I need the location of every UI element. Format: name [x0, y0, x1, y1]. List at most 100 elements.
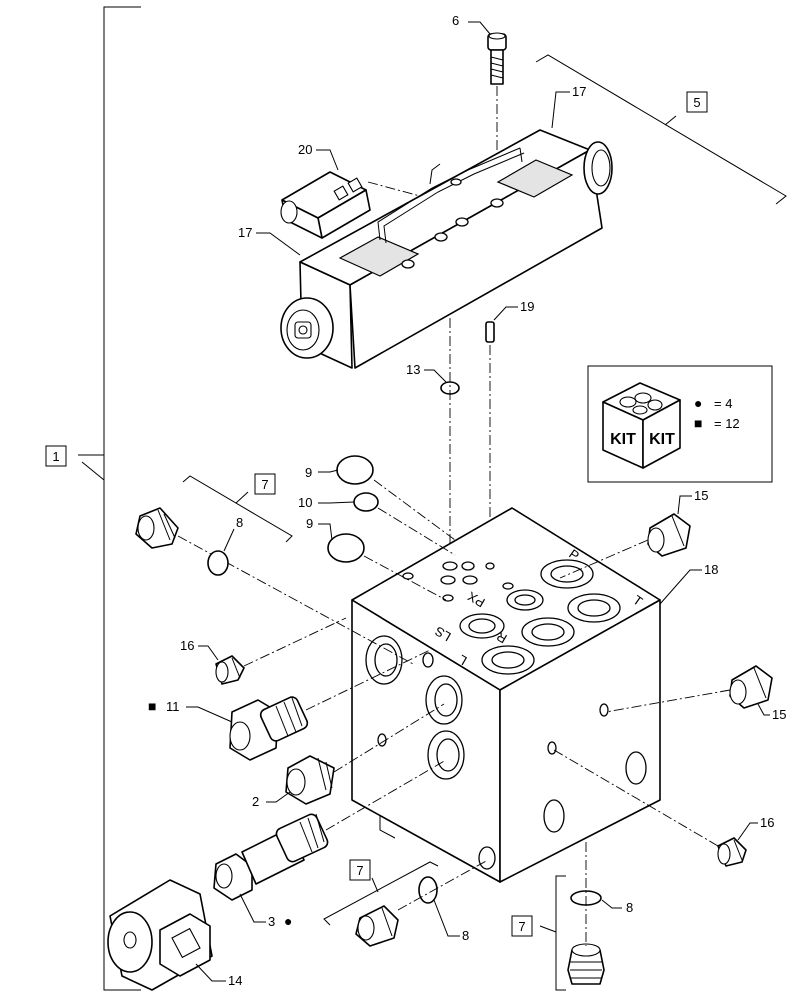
centerline-9-lower [363, 555, 447, 601]
callout-6: 6 [452, 13, 459, 28]
centerline-3 [325, 759, 447, 831]
callout-3: 3 [268, 914, 275, 929]
plug-bottom [567, 943, 605, 985]
kit-text-right: KIT [649, 431, 675, 448]
callout-7-bottom: 7 [518, 919, 525, 934]
leader-1 [81, 461, 105, 481]
leader-19 [493, 306, 518, 321]
callout-10: 10 [298, 495, 312, 510]
leader-16-left [198, 645, 219, 661]
callout-box-7-bottom [511, 915, 533, 937]
centerline-16-right [553, 749, 719, 847]
cartridge-valve-3 [213, 813, 329, 901]
centerline-20 [367, 181, 421, 197]
solenoid-valve-17 [280, 129, 613, 369]
centerline-10 [377, 507, 456, 556]
callout-7-upper: 7 [261, 477, 268, 492]
plug-16-left [215, 655, 245, 685]
leader-9-lower [318, 523, 333, 541]
callout-8-bottom: 8 [626, 900, 633, 915]
callout-8-lower-middle: 8 [462, 928, 469, 943]
plug-upper-left [135, 507, 179, 549]
callout-17-top: 17 [572, 84, 586, 99]
leader-16-right [737, 822, 758, 841]
legend-square-eq: = 12 [714, 416, 740, 431]
callout-5: 5 [693, 95, 700, 110]
leader-8-bottom [601, 899, 622, 909]
callout-box-1 [45, 445, 67, 467]
leader-20 [316, 149, 339, 171]
legend-square-symbol: ■ [694, 415, 702, 431]
leader-11 [186, 706, 233, 723]
leader-2 [266, 791, 291, 803]
kit-text-left: KIT [610, 431, 636, 448]
marker-circle-3: ● [284, 913, 292, 929]
callout-13: 13 [406, 362, 420, 377]
leader-8-lower-middle [433, 899, 460, 937]
coil-14 [107, 879, 213, 991]
plug-16-right [717, 837, 747, 867]
leader-14 [195, 963, 226, 982]
plug-15-upper [647, 513, 691, 557]
callout-14: 14 [228, 973, 242, 988]
centerline-11 [305, 649, 431, 711]
callout-15-lower: 15 [772, 707, 786, 722]
callout-16-right: 16 [760, 815, 774, 830]
callout-19: 19 [520, 299, 534, 314]
callout-2: 2 [252, 794, 259, 809]
leader-5 [664, 115, 677, 126]
marker-square-11: ■ [148, 698, 156, 714]
centerline-15-lower [605, 689, 731, 713]
assembly-bracket [103, 6, 141, 991]
legend-circle-symbol: ● [694, 395, 702, 411]
pin-19 [485, 321, 495, 343]
callout-9-upper: 9 [305, 465, 312, 480]
callout-1: 1 [52, 449, 59, 464]
centerline-9-upper [373, 479, 456, 541]
oring-9-lower [327, 533, 365, 563]
subassembly-bracket-5 [535, 54, 787, 205]
kit-box-icon [602, 382, 681, 469]
centerline-plug-lower-middle [397, 859, 489, 911]
leader-7-upper [235, 491, 249, 504]
callout-11: 11 [166, 699, 180, 714]
oring-9-upper [336, 455, 374, 485]
kit-bracket-7-upper [182, 475, 293, 543]
connector-20 [280, 171, 371, 239]
callout-15-upper: 15 [694, 488, 708, 503]
callout-box-7-lower [349, 859, 371, 881]
kit-legend-box [587, 365, 773, 483]
plug-2 [285, 755, 335, 805]
centerline-2 [333, 703, 445, 773]
callout-box-7-upper [254, 473, 276, 495]
leader-13 [424, 369, 447, 383]
leader-7-lower [371, 877, 379, 893]
callout-9-lower: 9 [306, 516, 313, 531]
leader-8-upper [223, 528, 235, 552]
centerline-16-left [243, 617, 347, 667]
oring-8-upper [207, 550, 229, 576]
fitting-11 [229, 696, 309, 761]
callout-18: 18 [704, 562, 718, 577]
manifold-block-18 [351, 507, 661, 883]
centerline-15-upper [559, 539, 649, 579]
leader-7-bottom [539, 925, 557, 933]
screw-6 [487, 32, 507, 85]
leader-17-left [256, 232, 301, 256]
callout-8-upper: 8 [236, 515, 243, 530]
callout-20: 20 [298, 142, 312, 157]
callout-17-left: 17 [238, 225, 252, 240]
leader-17-top [551, 91, 570, 129]
callout-16-left: 16 [180, 638, 194, 653]
plug-lower-middle [355, 905, 399, 947]
port-label-ls: LS [432, 623, 454, 644]
oring-8-lower-middle [418, 876, 438, 904]
leader-18 [659, 569, 702, 605]
leader-6 [468, 21, 491, 35]
legend-circle-eq: = 4 [714, 396, 732, 411]
leader-10 [318, 501, 355, 504]
leader-15-upper [677, 495, 692, 515]
plug-15-lower [729, 665, 773, 709]
oring-10 [353, 492, 379, 512]
